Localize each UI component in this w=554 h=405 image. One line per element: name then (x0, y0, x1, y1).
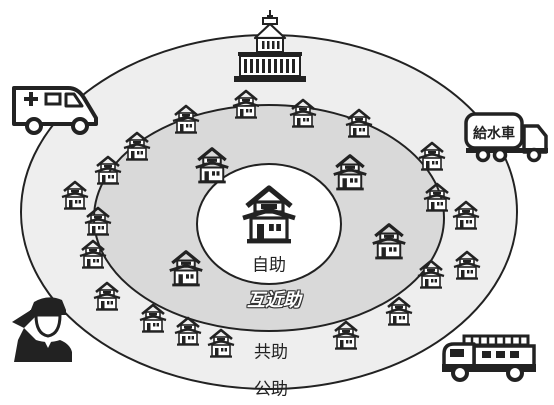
water-truck-label: 給水車 (473, 125, 515, 142)
self-help-label: 自助 (252, 255, 286, 276)
water-truck-icon: 給水車 (464, 112, 548, 163)
government-building-icon (234, 10, 306, 82)
fire-truck-icon (442, 334, 536, 382)
ambulance-icon (12, 86, 98, 135)
common-help-label: 共助 (254, 342, 288, 363)
mutual-help-label: 互近助 (247, 290, 301, 311)
public-help-label: 公助 (254, 379, 288, 400)
police-officer-icon (12, 297, 72, 362)
